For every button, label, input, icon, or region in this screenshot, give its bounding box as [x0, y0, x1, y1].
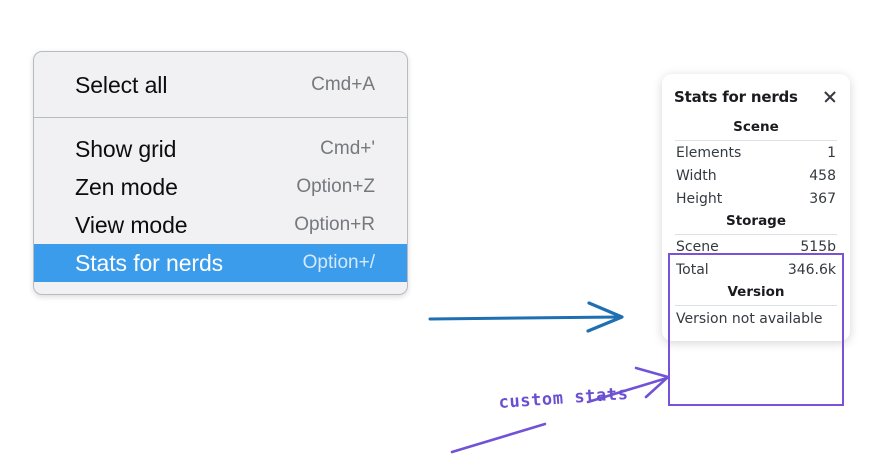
- section-version: Version Version not available: [673, 281, 839, 329]
- stat-row-elements: Elements 1: [673, 141, 839, 164]
- stat-value: 346.6k: [787, 262, 836, 278]
- blue-pointer-arrow: [428, 301, 624, 333]
- annotation-label-custom-stats: custom stats: [498, 383, 630, 413]
- menu-item-shortcut: Option+/: [302, 252, 375, 273]
- panel-header: Stats for nerds: [673, 88, 839, 116]
- version-value: Version not available: [676, 311, 823, 327]
- section-scene: Scene Elements 1 Width 458 Height 367: [673, 116, 839, 210]
- menu-item-shortcut: Cmd+A: [311, 74, 375, 95]
- menu-item-shortcut: Option+R: [294, 214, 375, 235]
- section-heading-storage: Storage: [725, 213, 787, 229]
- stat-value: 515b: [800, 239, 836, 255]
- menu-group-view: Show grid Cmd+' Zen mode Option+Z View m…: [34, 118, 407, 282]
- menu-item-label: View mode: [75, 211, 188, 238]
- stat-row-width: Width 458: [673, 164, 839, 187]
- menu-item-shortcut: Option+Z: [296, 176, 375, 197]
- stat-row-scene-storage: Scene 515b: [673, 235, 839, 258]
- stat-row-total-storage: Total 346.6k: [673, 258, 839, 281]
- menu-group-select: Select all Cmd+A: [34, 52, 407, 117]
- section-heading-scene: Scene: [733, 119, 779, 135]
- stat-value: 367: [809, 191, 836, 207]
- panel-title: Stats for nerds: [674, 88, 798, 106]
- context-menu[interactable]: Select all Cmd+A Show grid Cmd+' Zen mod…: [33, 51, 408, 295]
- section-heading-version: Version: [727, 284, 785, 300]
- menu-separator: [34, 117, 407, 118]
- menu-item-show-grid[interactable]: Show grid Cmd+': [34, 130, 407, 168]
- menu-item-select-all[interactable]: Select all Cmd+A: [34, 66, 407, 104]
- menu-item-label: Stats for nerds: [75, 249, 224, 276]
- stat-label: Scene: [676, 239, 719, 255]
- menu-item-view-mode[interactable]: View mode Option+R: [34, 206, 407, 244]
- menu-item-zen-mode[interactable]: Zen mode Option+Z: [34, 168, 407, 206]
- stat-label: Total: [676, 262, 709, 278]
- menu-item-stats-for-nerds[interactable]: Stats for nerds Option+/: [34, 244, 407, 282]
- stat-value: 458: [809, 168, 836, 184]
- menu-item-label: Zen mode: [75, 173, 178, 200]
- section-rule: [675, 140, 837, 141]
- section-storage: Storage Scene 515b Total 346.6k: [673, 210, 839, 281]
- close-icon[interactable]: [822, 89, 838, 105]
- stat-value: 1: [827, 145, 836, 161]
- stat-label: Width: [676, 168, 717, 184]
- purple-underline-stroke: [450, 422, 547, 454]
- menu-item-label: Select all: [75, 71, 168, 98]
- menu-item-label: Show grid: [75, 135, 177, 162]
- section-rule: [675, 305, 837, 306]
- stat-label: Height: [676, 191, 723, 207]
- menu-item-shortcut: Cmd+': [320, 138, 375, 159]
- stat-row-height: Height 367: [673, 187, 839, 210]
- stat-label: Elements: [676, 145, 742, 161]
- section-rule: [675, 234, 837, 235]
- stats-for-nerds-panel: Stats for nerds Scene Elements 1 Width 4…: [662, 74, 850, 341]
